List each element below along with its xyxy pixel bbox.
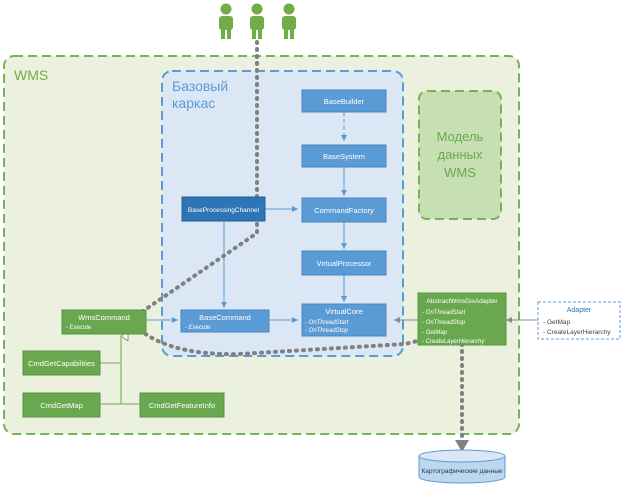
node-base-command-title: BaseCommand — [199, 313, 251, 322]
node-cmd-get-capabilities[interactable]: CmdGetCapabilities — [22, 350, 101, 376]
framework-label-line1: Базовый — [172, 78, 228, 94]
node-virtual-core-item: - OnThreadStop — [305, 328, 349, 334]
node-base-processing-channel[interactable]: BaseProcessingChannel — [181, 196, 266, 222]
node-abstract-adapter-item: - GetMap — [422, 330, 448, 336]
users-group — [219, 3, 296, 39]
data-model-container: Модель данных WMS — [418, 90, 502, 220]
user-icon — [219, 3, 233, 39]
node-base-system-label: BaseSystem — [323, 152, 365, 161]
node-abstract-adapter-title: AbstractWmsGisAdapter — [426, 298, 498, 305]
node-adapter-item: - CreateLayerHierarchy — [543, 329, 611, 336]
node-cmd-get-map-label: CmdGetMap — [40, 401, 83, 410]
node-command-factory[interactable]: CommandFactory — [301, 197, 387, 223]
node-virtual-core[interactable]: VirtualCore - OnThreadStart - OnThreadSt… — [301, 303, 387, 337]
node-adapter[interactable]: Adapter - GetMap - CreateLayerHierarchy — [537, 301, 621, 340]
user-icon — [282, 3, 296, 39]
data-model-label-line3: WMS — [444, 165, 476, 180]
node-abstract-wms-gis-adapter[interactable]: AbstractWmsGisAdapter - OnThreadStart - … — [417, 292, 507, 346]
node-cmd-get-feature-info-label: CmdGetFeatureInfo — [149, 401, 215, 410]
wms-label: WMS — [14, 67, 48, 83]
node-abstract-adapter-item: - CreateLayerHierarchy — [422, 339, 485, 345]
node-abstract-adapter-item: - OnThreadStop — [422, 320, 466, 326]
inheritance-connectors — [100, 336, 140, 405]
node-virtual-core-title: VirtualCore — [325, 307, 362, 316]
arrow-head-icon — [455, 440, 469, 452]
node-cmd-get-capabilities-label: CmdGetCapabilities — [28, 359, 95, 368]
node-base-command[interactable]: BaseCommand - Execute — [180, 309, 270, 333]
node-adapter-title: Adapter — [567, 307, 592, 314]
node-command-factory-label: CommandFactory — [314, 206, 374, 215]
node-virtual-processor[interactable]: VirtualProcessor — [301, 250, 387, 276]
node-base-builder-label: BaseBuilder — [324, 97, 365, 106]
node-base-processing-channel-label: BaseProcessingChannel — [188, 207, 260, 214]
node-wms-command-item: - Execute — [66, 325, 92, 331]
database-icon: Картографические данные — [418, 449, 506, 484]
node-base-command-item: - Execute — [185, 325, 211, 331]
user-icon — [250, 3, 264, 39]
framework-connectors — [146, 112, 347, 323]
node-cmd-get-feature-info[interactable]: CmdGetFeatureInfo — [139, 392, 225, 418]
node-virtual-processor-label: VirtualProcessor — [317, 259, 372, 268]
node-wms-command[interactable]: WmsCommand - Execute — [61, 309, 147, 335]
node-base-system[interactable]: BaseSystem — [301, 144, 387, 168]
framework-label-line2: каркас — [172, 95, 215, 111]
node-base-builder[interactable]: BaseBuilder — [301, 89, 387, 113]
node-virtual-core-item: - OnThreadStart — [305, 320, 349, 326]
node-abstract-adapter-item: - OnThreadStart — [422, 310, 466, 316]
data-model-label-line2: данных — [437, 147, 483, 162]
node-cmd-get-map[interactable]: CmdGetMap — [22, 392, 101, 418]
node-adapter-item: - GetMap — [543, 319, 570, 326]
database-label: Картографические данные — [422, 468, 503, 475]
framework-container: Базовый каркас — [161, 70, 404, 357]
data-model-label-line1: Модель — [437, 129, 484, 144]
node-wms-command-title: WmsCommand — [78, 313, 130, 322]
